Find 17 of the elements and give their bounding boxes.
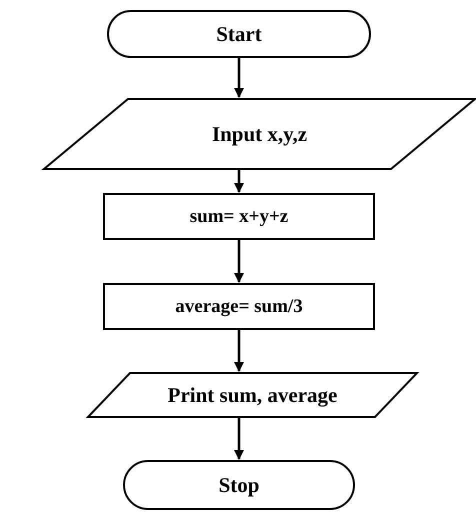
node-label: average= sum/3 <box>175 296 303 318</box>
process-box <box>103 283 375 330</box>
node-label: Print sum, average <box>168 382 338 408</box>
process-box <box>103 193 375 240</box>
input-output-parallelogram <box>43 98 476 170</box>
terminal-shape <box>107 10 371 58</box>
arrow <box>234 240 244 283</box>
arrow <box>234 330 244 372</box>
node-label: sum= x+y+z <box>190 206 288 228</box>
terminal-shape <box>123 460 355 510</box>
arrow <box>234 418 244 460</box>
input-output-parallelogram <box>87 372 418 418</box>
arrow <box>234 170 244 193</box>
node-label: Stop <box>218 472 260 498</box>
arrow <box>234 58 244 98</box>
node-label: Input x,y,z <box>212 122 308 146</box>
node-label: Start <box>216 22 262 46</box>
